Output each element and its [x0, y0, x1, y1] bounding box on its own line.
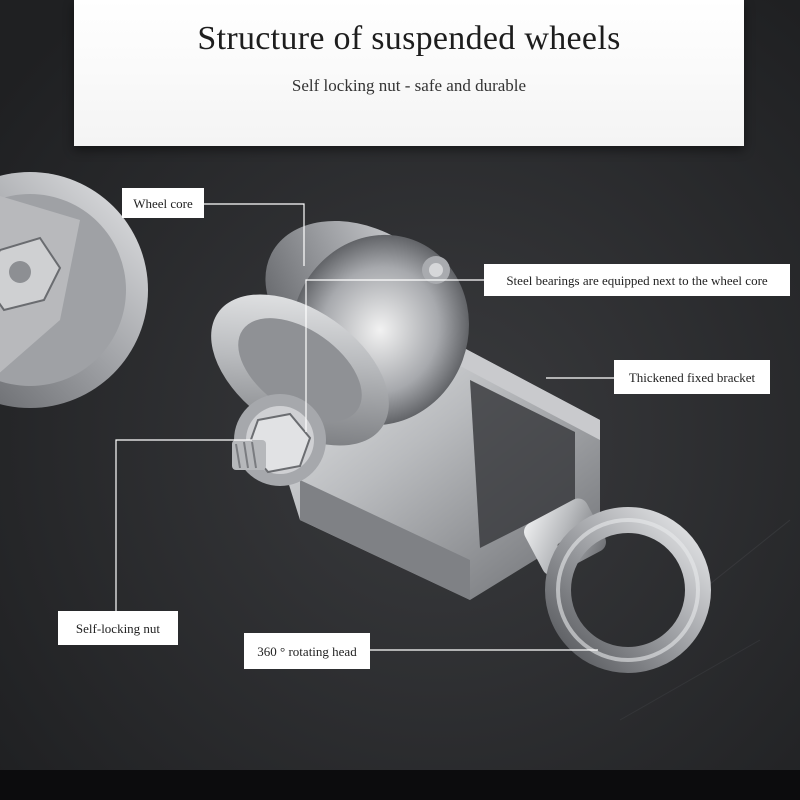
- top-axle-bolt: [422, 256, 450, 284]
- second-pulley: [0, 172, 148, 408]
- page-subtitle: Self locking nut - safe and durable: [291, 76, 527, 95]
- callout-steel-bearings: Steel bearings are equipped next to the …: [484, 264, 790, 296]
- callout-fixed-bracket: Thickened fixed bracket: [614, 360, 770, 394]
- swivel-eye-bolt: 304: [524, 498, 711, 673]
- bottom-bar: [0, 770, 800, 800]
- self-locking-nut-part: [232, 394, 326, 486]
- title-card: Structure of suspended wheels Self locki…: [74, 0, 744, 146]
- page-title: Structure of suspended wheels: [197, 20, 621, 57]
- callout-self-locking-nut: Self-locking nut: [58, 611, 178, 645]
- callout-wheel-core: Wheel core: [122, 188, 204, 218]
- callout-rotating-head: 360 ° rotating head: [244, 633, 370, 669]
